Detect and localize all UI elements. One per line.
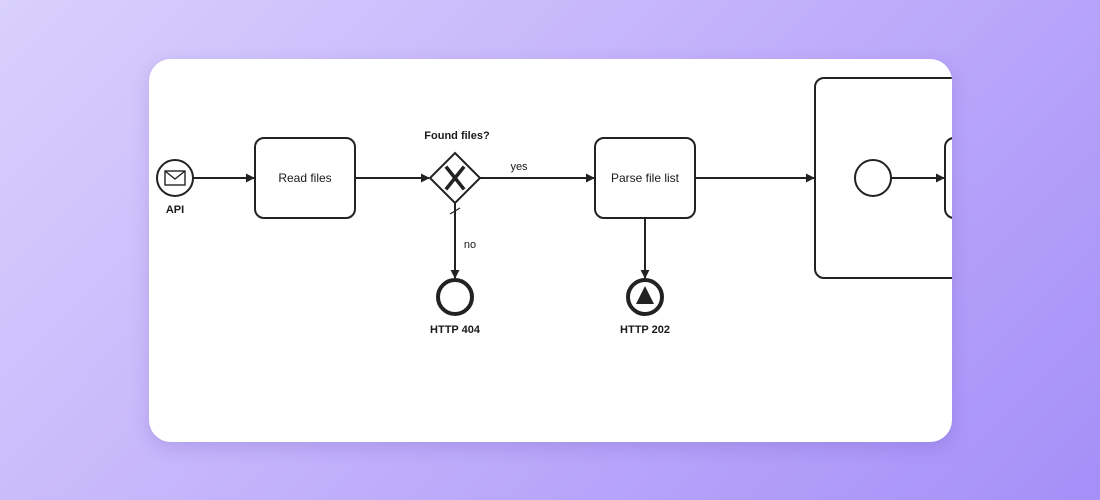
- end-event-202-label: HTTP 202: [620, 324, 670, 336]
- bpmn-diagram: API Read files Found files? yes no: [156, 77, 952, 336]
- end-event-202[interactable]: [626, 278, 664, 316]
- flow-yes-label: yes: [510, 161, 528, 173]
- start-event-label: API: [166, 204, 184, 216]
- subprocess-task[interactable]: [944, 137, 952, 219]
- flow-no-label: no: [464, 239, 476, 251]
- end-event-404-label: HTTP 404: [430, 324, 481, 336]
- end-event-404[interactable]: [436, 278, 474, 316]
- diagram-canvas: API Read files Found files? yes no: [149, 59, 952, 442]
- gateway-found-files[interactable]: [428, 151, 482, 205]
- task-parse-file-list-label: Parse file list: [611, 171, 680, 185]
- subprocess-start-event[interactable]: [854, 159, 892, 197]
- envelope-icon: [164, 170, 186, 186]
- task-read-files-label: Read files: [278, 171, 331, 185]
- triangle-icon: [636, 286, 654, 304]
- gateway-label: Found files?: [424, 130, 490, 142]
- x-icon: [444, 165, 466, 191]
- default-flow-marker: [449, 207, 461, 215]
- start-event-api[interactable]: [156, 159, 194, 197]
